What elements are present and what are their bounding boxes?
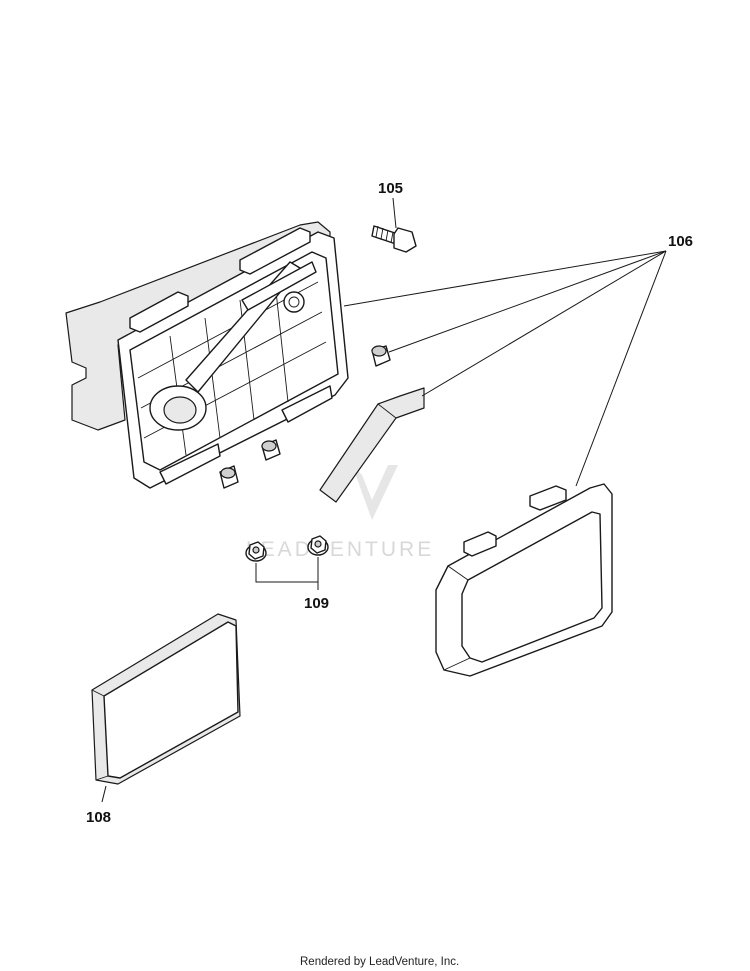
watermark-logo-icon — [352, 465, 398, 520]
seal-strip[interactable] — [319, 387, 425, 503]
part-label-108: 108 — [86, 809, 111, 826]
cover-latch — [463, 531, 497, 557]
bushing-end — [261, 440, 277, 452]
breather-tube-upper — [241, 261, 317, 311]
bushing-end — [371, 345, 387, 357]
spacer-bushings[interactable] — [219, 345, 391, 489]
screw-head — [393, 227, 417, 253]
screw-105[interactable] — [371, 225, 417, 253]
base-bottom-tab — [281, 385, 333, 423]
leader-106-strip — [421, 250, 667, 397]
base-top-tab — [129, 291, 189, 333]
part-label-109: 109 — [304, 595, 329, 612]
watermark-text: LEADVENTURE — [246, 538, 434, 561]
base-port — [283, 291, 305, 313]
leader-106-base — [343, 250, 667, 307]
leader-105 — [392, 197, 397, 229]
part-label-105: 105 — [378, 180, 403, 197]
leader-lines — [101, 197, 667, 803]
leader-109 — [255, 557, 319, 590]
air-filter-cover[interactable] — [435, 483, 613, 677]
base-bottom-tab — [159, 443, 221, 485]
part-labels: 105 106 108 109 — [86, 180, 693, 826]
part-label-106: 106 — [668, 233, 693, 250]
leader-106-bushing — [388, 250, 667, 353]
footer-credit: Rendered by LeadVenture, Inc. — [300, 956, 459, 968]
base-top-tab — [239, 227, 311, 275]
air-filter-base[interactable] — [65, 221, 349, 489]
base-outlet-inner — [163, 396, 197, 424]
leader-106-cover — [575, 250, 667, 487]
air-filter-element[interactable] — [91, 613, 241, 785]
seal-strip-body — [319, 387, 425, 503]
cover-face — [461, 511, 603, 663]
flange-nuts-109[interactable] — [245, 535, 329, 562]
bushing-end — [220, 467, 236, 479]
screw-threads — [375, 225, 394, 244]
leader-108 — [101, 785, 107, 803]
cover-latch — [529, 485, 567, 511]
watermark: LEADVENTURE — [246, 465, 434, 561]
nut-hole — [252, 546, 260, 554]
nut-hole — [314, 540, 322, 548]
